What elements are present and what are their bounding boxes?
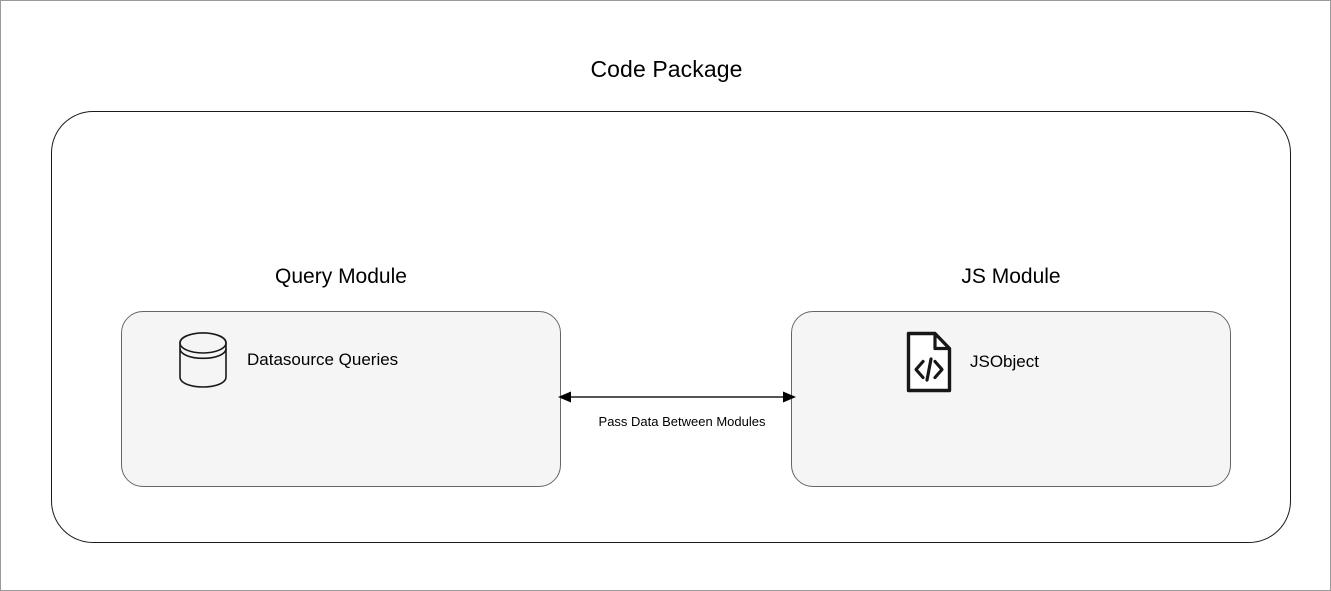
module-js-label: JS Module [961, 265, 1061, 288]
node-datasource-queries[interactable]: Datasource Queries [177, 331, 398, 389]
node-datasource-queries-label: Datasource Queries [247, 350, 399, 369]
connector-pass-data-label: Pass Data Between Modules [598, 414, 766, 429]
database-cylinder-icon [177, 331, 229, 389]
module-js-box [791, 311, 1231, 487]
connector-pass-data [557, 381, 797, 415]
arrow-right-head [783, 391, 796, 403]
arrow-left-head [558, 391, 571, 403]
module-query: Query Module Datasource Queries [121, 265, 561, 487]
code-file-icon [906, 331, 952, 393]
module-js: JS Module JSObject [791, 265, 1231, 487]
diagram-title: Code Package [590, 56, 743, 82]
node-jsobject[interactable]: JSObject [906, 331, 1039, 393]
node-jsobject-label: JSObject [970, 352, 1039, 371]
module-query-label: Query Module [275, 265, 407, 288]
code-package-container [51, 111, 1291, 543]
